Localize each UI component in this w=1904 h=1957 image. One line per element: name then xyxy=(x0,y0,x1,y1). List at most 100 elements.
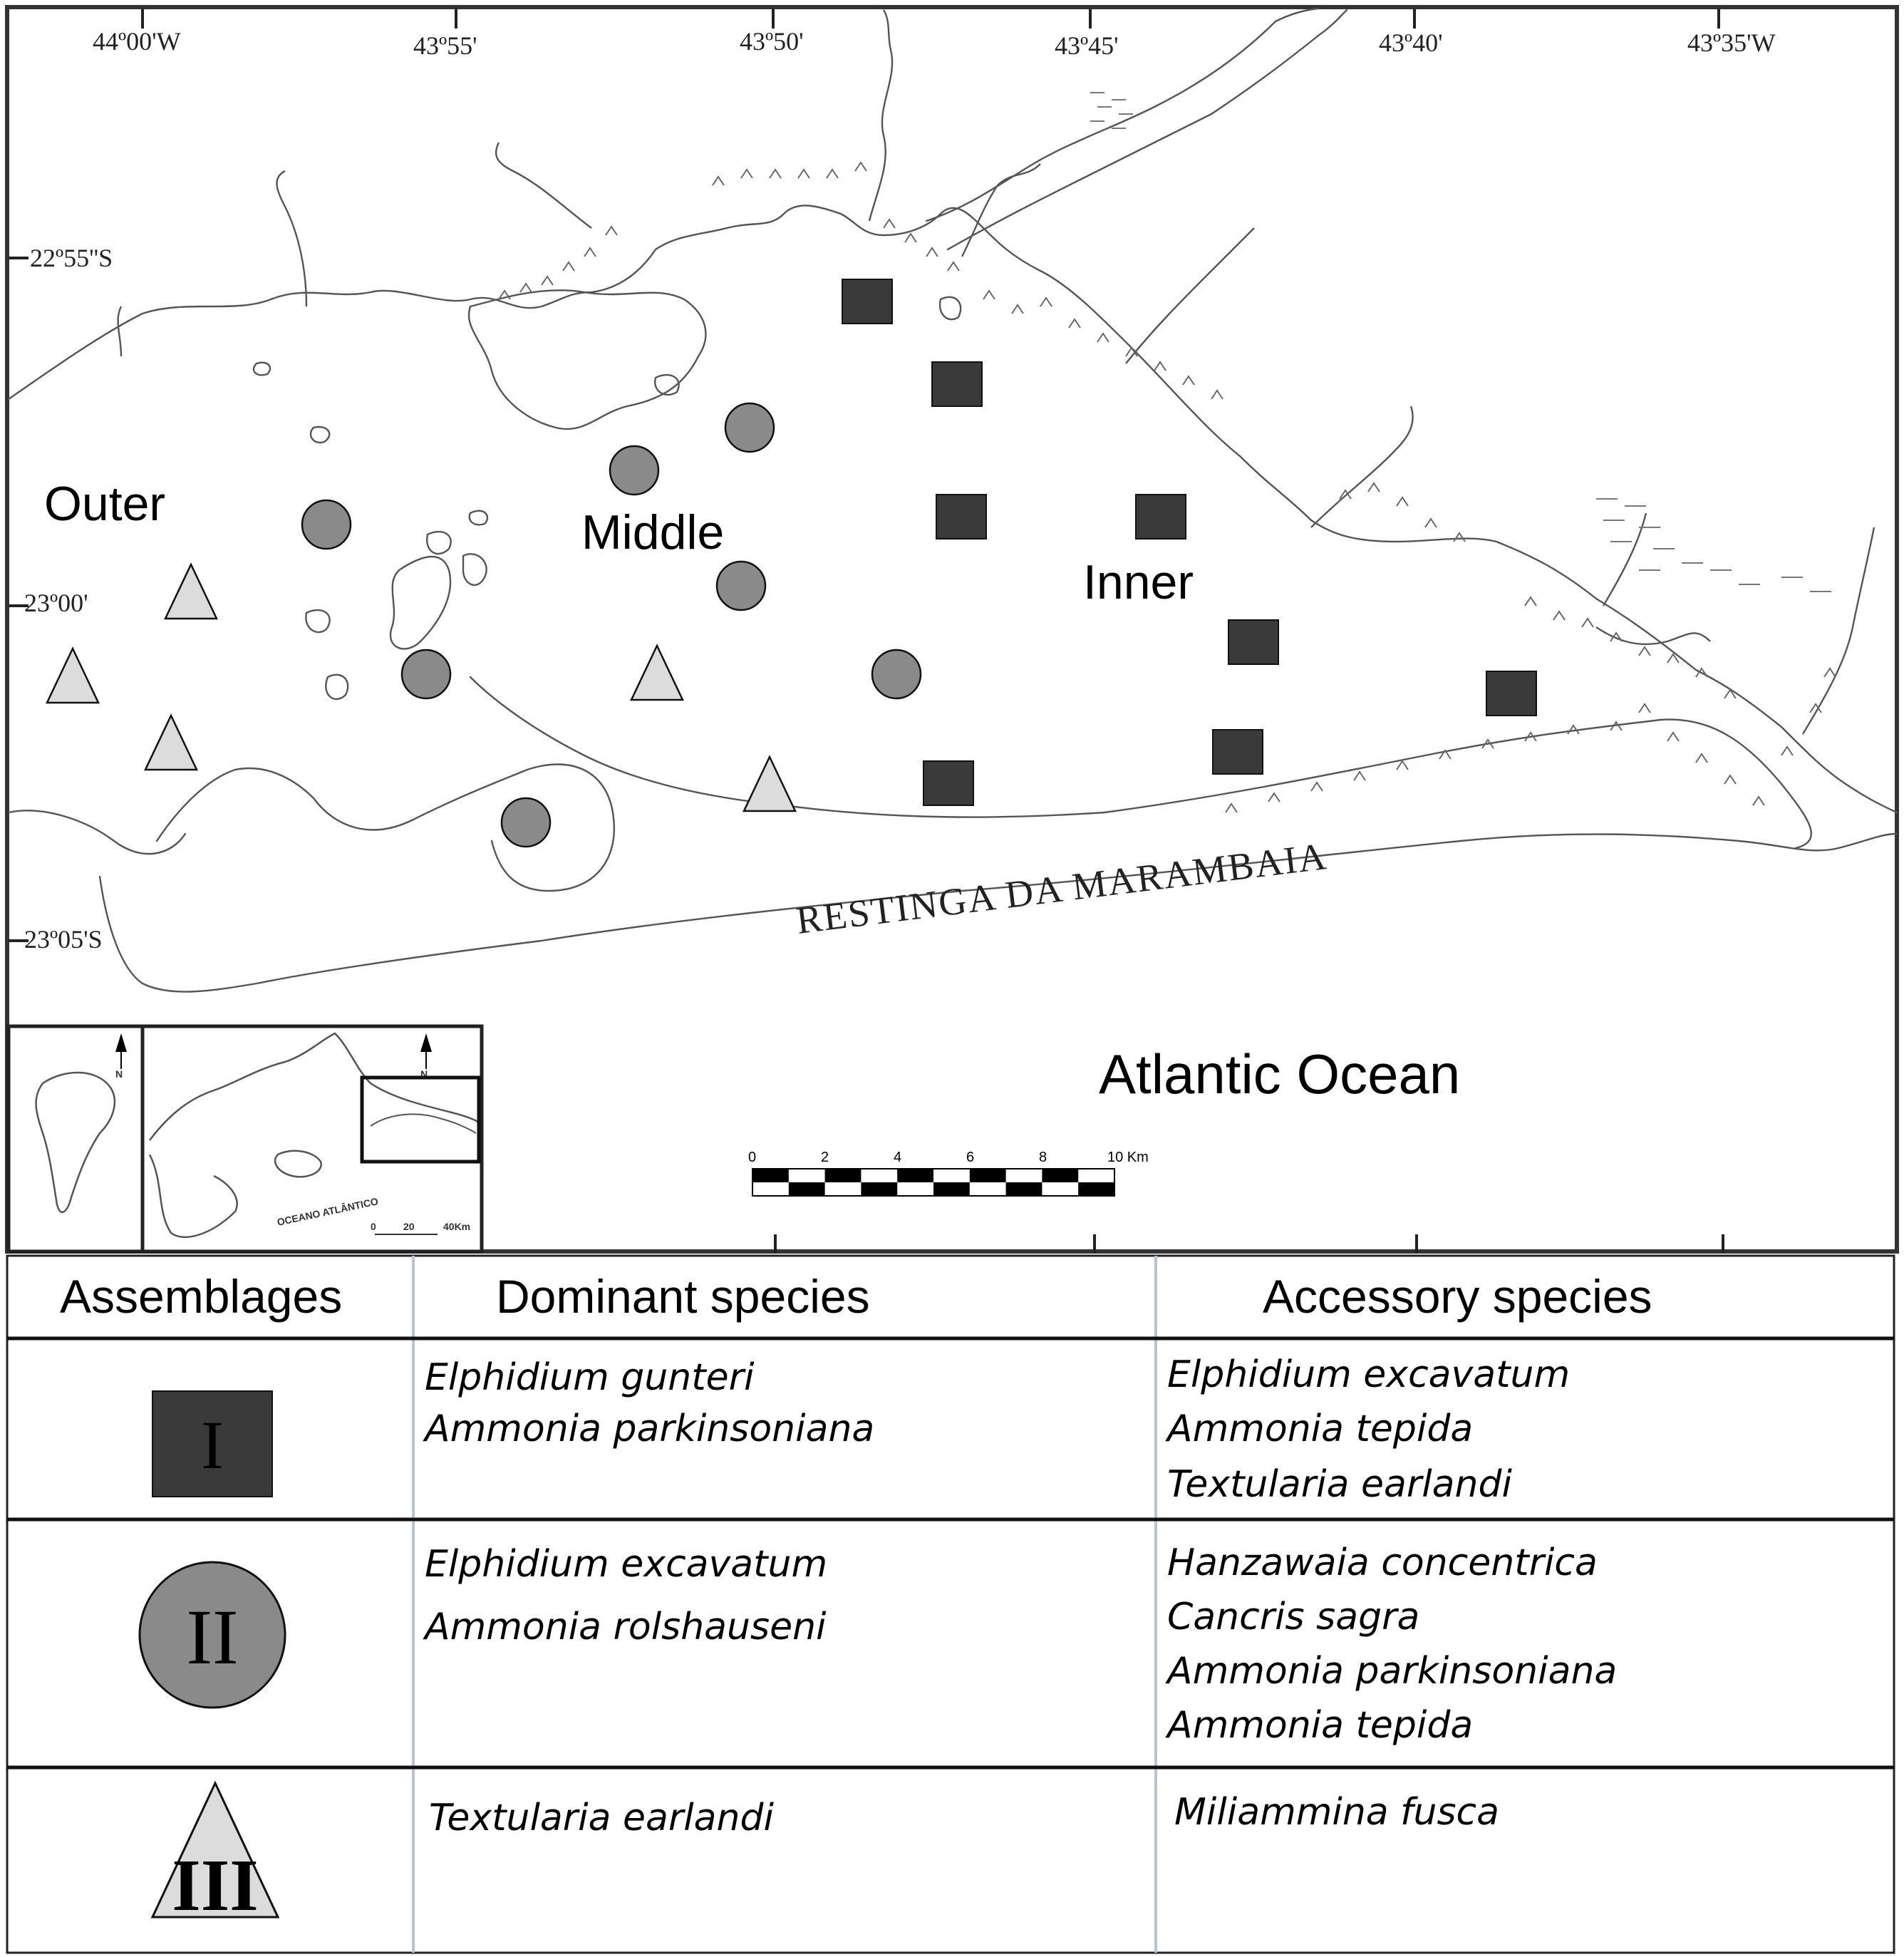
regional-ilha-grande xyxy=(274,1150,322,1178)
latitude-tick-marks xyxy=(9,257,29,942)
zone-label-outer: Outer xyxy=(44,477,165,531)
marker-circle xyxy=(301,499,352,550)
marker-square xyxy=(842,279,893,324)
header-dominant-species: Dominant species xyxy=(496,1270,870,1323)
river-east-3 xyxy=(1602,512,1647,606)
small-island-10 xyxy=(468,510,489,526)
mainland-coastline xyxy=(7,205,1898,814)
river-north-2 xyxy=(868,9,894,222)
map-panel: 44º00'W 43º55' 43º50' 43º45' 43º40' 43º3… xyxy=(5,5,1899,1254)
assemblage-II-markers xyxy=(301,402,922,848)
lat-label-22-55: 22º55''S xyxy=(30,244,113,272)
legend-numeral-I: I xyxy=(201,1407,224,1483)
small-island-6 xyxy=(309,425,331,444)
inset-maps: N N OCEANO ATLÂNTICO 0 20 40Km xyxy=(6,1024,484,1254)
legend-row-III: III Textularia earlandi Miliammina fusca xyxy=(150,1780,1499,1926)
regional-coastline xyxy=(149,1032,480,1141)
small-island-8 xyxy=(938,296,962,321)
river-north-1 xyxy=(495,142,592,229)
north-arrow-right-icon xyxy=(420,1033,432,1052)
scale-tick-2: 2 xyxy=(821,1150,829,1165)
scale-bar xyxy=(752,1168,1115,1197)
legend-triangle-symbol xyxy=(150,1780,280,1919)
dominant-species-II-2: Ammonia rolshauseni xyxy=(423,1606,827,1648)
inset-scale-0: 0 xyxy=(371,1221,376,1232)
legend-numeral-III: III xyxy=(172,1844,258,1926)
north-arrow-left-icon xyxy=(115,1033,127,1052)
longitude-tick-marks xyxy=(141,9,1720,29)
dominant-species-II-1: Elphidium excavatum xyxy=(425,1543,827,1586)
marker-triangle xyxy=(144,713,198,771)
scale-tick-6: 6 xyxy=(966,1150,974,1165)
accessory-species-II-4: Ammonia tepida xyxy=(1165,1704,1473,1747)
marker-triangle xyxy=(630,644,684,701)
small-island-7 xyxy=(252,361,271,376)
legend-table-svg: Assemblages Dominant species Accessory s… xyxy=(6,1254,1895,1954)
north-label-right: N xyxy=(420,1068,428,1080)
longitude-bottom-tick-marks xyxy=(774,1234,1724,1253)
restinga-north-shore xyxy=(469,676,1812,850)
lat-label-23-00: 23º00' xyxy=(24,589,88,617)
marker-circle xyxy=(871,649,922,700)
lon-label-43-40: 43º40' xyxy=(1379,29,1443,57)
northeast-coastline-inner xyxy=(946,9,1348,251)
river-east-2 xyxy=(1310,406,1414,528)
regional-island xyxy=(148,1154,238,1239)
accessory-species-II-2: Cancris sagra xyxy=(1167,1596,1419,1638)
assemblage-legend-table: Assemblages Dominant species Accessory s… xyxy=(6,1254,1895,1956)
river-north-3 xyxy=(961,163,1041,257)
accessory-species-II-1: Hanzawaia concentrica xyxy=(1167,1542,1598,1584)
legend-circle-symbol xyxy=(138,1561,286,1709)
marker-circle xyxy=(724,402,775,453)
accessory-species-I-1: Elphidium excavatum xyxy=(1167,1353,1570,1396)
marker-square xyxy=(931,361,983,407)
scale-tick-4: 4 xyxy=(894,1150,901,1165)
restinga-south-shore xyxy=(98,832,1898,993)
table-border xyxy=(6,1254,1895,1954)
small-island-3 xyxy=(426,530,452,555)
dominant-species-III-1: Textularia earlandi xyxy=(429,1797,774,1839)
river-east-4 xyxy=(1801,527,1875,735)
ocean-label: Atlantic Ocean xyxy=(1099,1043,1460,1105)
legend-row-I: I Elphidium gunteri Ammonia parkinsonian… xyxy=(152,1353,1570,1506)
scale-tick-10: 10 Km xyxy=(1107,1150,1149,1165)
mangrove-symbols xyxy=(498,161,1836,813)
lon-label-43-50: 43º50' xyxy=(740,27,804,56)
marker-triangle xyxy=(164,562,218,620)
inset-scale-20: 20 xyxy=(403,1221,415,1232)
small-island-9 xyxy=(654,373,680,396)
small-island-2 xyxy=(462,553,487,586)
marker-square xyxy=(1228,619,1279,665)
scale-tick-8: 8 xyxy=(1039,1150,1047,1165)
river-far-west xyxy=(117,306,123,357)
accessory-species-I-2: Ammonia tepida xyxy=(1165,1408,1473,1450)
header-assemblages: Assemblages xyxy=(60,1270,342,1323)
zone-label-middle: Middle xyxy=(581,505,724,559)
marker-triangle xyxy=(743,755,797,812)
legend-row-II: II Elphidium excavatum Ammonia rolshause… xyxy=(138,1542,1617,1747)
assemblage-I-markers xyxy=(842,279,1537,806)
lat-label-23-05: 23º05'S xyxy=(24,925,103,954)
marker-circle xyxy=(715,560,767,611)
zone-label-inner: Inner xyxy=(1083,555,1194,609)
small-island-4 xyxy=(305,609,331,634)
lon-label-43-35: 43º35'W xyxy=(1687,29,1776,57)
header-accessory-species: Accessory species xyxy=(1263,1270,1652,1323)
marker-square xyxy=(1486,671,1537,716)
legend-square-symbol xyxy=(152,1390,273,1497)
north-label-left: N xyxy=(115,1068,123,1080)
dominant-species-I-2: Ammonia parkinsoniana xyxy=(423,1408,874,1450)
western-peninsula-coastline xyxy=(155,763,616,892)
dominant-species-I-1: Elphidium gunteri xyxy=(425,1356,755,1399)
marker-square xyxy=(1212,729,1263,775)
accessory-species-II-3: Ammonia parkinsoniana xyxy=(1165,1650,1617,1693)
river-west xyxy=(276,170,308,307)
river-east-1 xyxy=(1125,227,1255,364)
wetland-dashes xyxy=(1090,92,1831,592)
accessory-species-I-3: Textularia earlandi xyxy=(1167,1463,1512,1506)
lon-label-43-55: 43º55' xyxy=(413,31,477,60)
marker-square xyxy=(936,494,987,539)
scale-tick-0: 0 xyxy=(748,1150,756,1165)
western-island-coast xyxy=(7,810,187,855)
marker-circle xyxy=(609,445,660,496)
